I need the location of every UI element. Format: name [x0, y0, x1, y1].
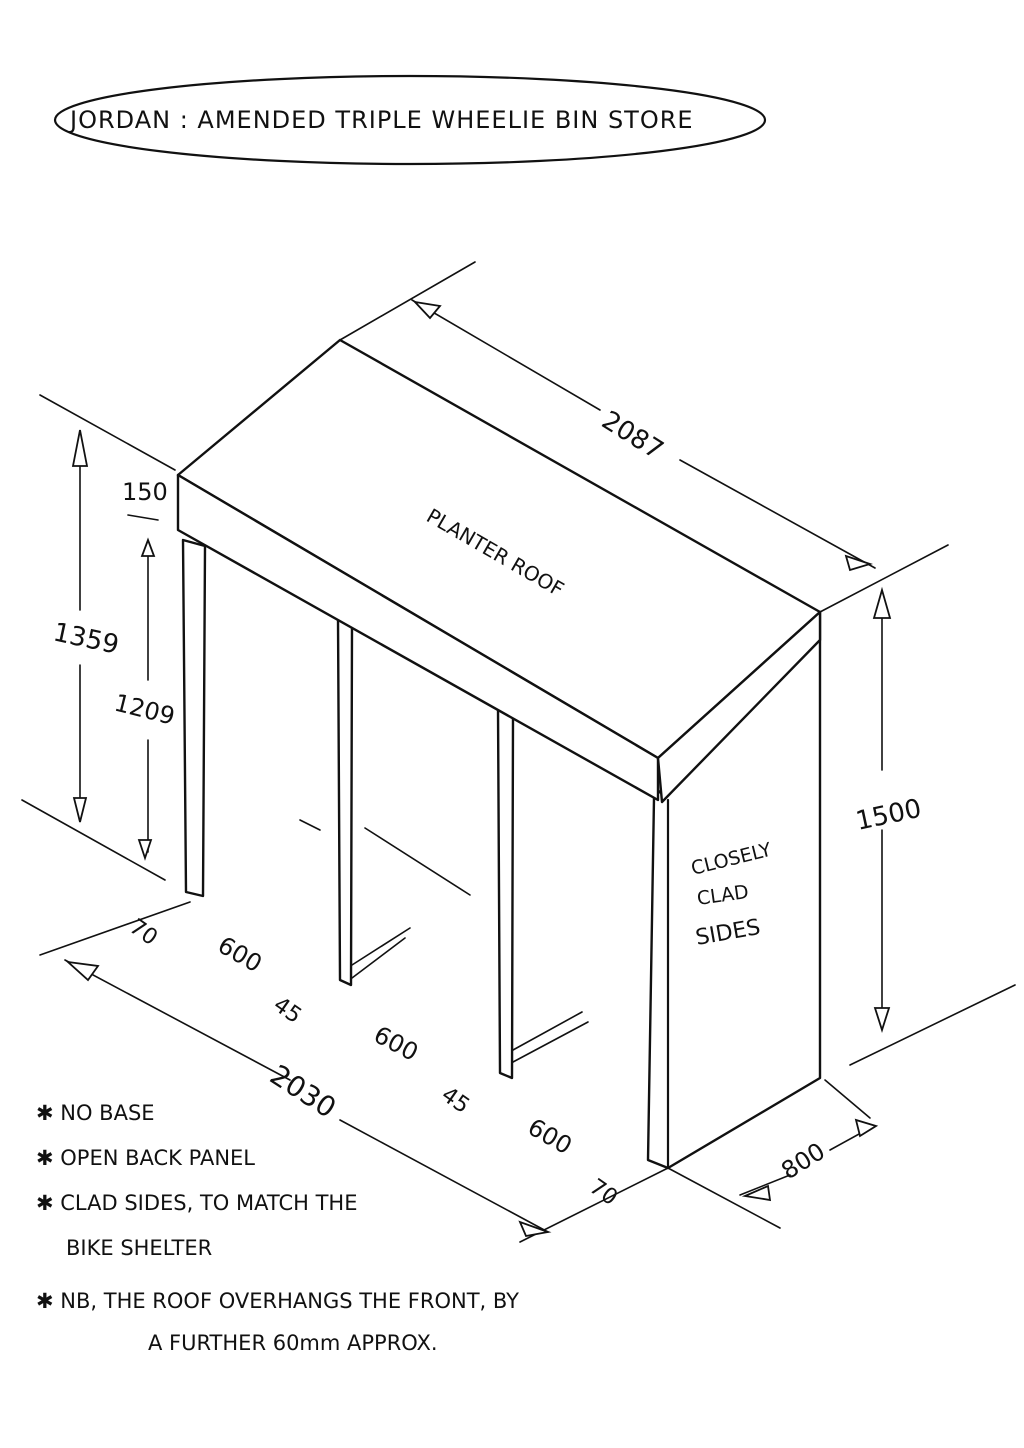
arrow-icon — [844, 554, 873, 572]
arrow-icon — [71, 429, 89, 467]
arrow-icon — [65, 960, 100, 982]
note-roof-overhang-cont: A FURTHER 60mm APPROX. — [148, 1331, 438, 1355]
structure-legs — [181, 538, 589, 1080]
title-text: JORDAN : AMENDED TRIPLE WHEELIE BIN STOR… — [68, 106, 694, 134]
dim-post-left: 70 — [125, 914, 162, 951]
arrow-icon — [140, 537, 156, 557]
note-clad-sides-cont: BIKE SHELTER — [66, 1236, 212, 1260]
dim-bay-3: 600 — [523, 1113, 577, 1160]
dim-back-height: 1500 — [853, 794, 924, 837]
dim-top-length: 2087 — [596, 405, 668, 466]
dim-bay-1: 600 — [213, 931, 267, 978]
dim-roof-depth: 150 — [122, 478, 168, 506]
arrow-icon — [741, 1184, 772, 1202]
left-front-post — [181, 538, 207, 898]
guide-lines — [21, 261, 1016, 1243]
roof-front-face — [176, 473, 660, 802]
arrow-icon — [518, 1220, 552, 1238]
arrow-icon — [137, 839, 153, 861]
arrowheads — [65, 300, 892, 1238]
arrow-icon — [412, 300, 442, 320]
arrow-icon — [872, 586, 892, 619]
planter-roof — [176, 338, 822, 804]
note-clad-sides: ✱ CLAD SIDES, TO MATCH THE — [36, 1191, 357, 1215]
title-group: JORDAN : AMENDED TRIPLE WHEELIE BIN STOR… — [53, 74, 767, 166]
dim-gap-1: 45 — [269, 992, 306, 1029]
title-ellipse — [53, 74, 767, 166]
dim-post-right: 70 — [585, 1174, 622, 1211]
dim-inner-height: 1209 — [112, 689, 178, 731]
dim-gap-2: 45 — [437, 1082, 474, 1119]
note-roof-overhang: ✱ NB, THE ROOF OVERHANGS THE FRONT, BY — [36, 1289, 519, 1313]
note-no-base: ✱ NO BASE — [36, 1101, 155, 1125]
arrow-icon — [854, 1118, 879, 1138]
arrow-icon — [873, 1007, 891, 1033]
roof-end-face — [656, 610, 822, 804]
notes: ✱ NO BASE ✱ OPEN BACK PANEL ✱ CLAD SIDES… — [36, 1101, 519, 1355]
arrow-icon — [72, 797, 88, 823]
dim-base-length: 2030 — [264, 1058, 342, 1124]
dim-total-height: 1359 — [51, 618, 122, 661]
dim-bay-2: 600 — [369, 1021, 423, 1067]
middle-post-2 — [496, 706, 515, 1080]
note-open-back: ✱ OPEN BACK PANEL — [36, 1146, 255, 1170]
middle-post-1 — [336, 616, 354, 987]
